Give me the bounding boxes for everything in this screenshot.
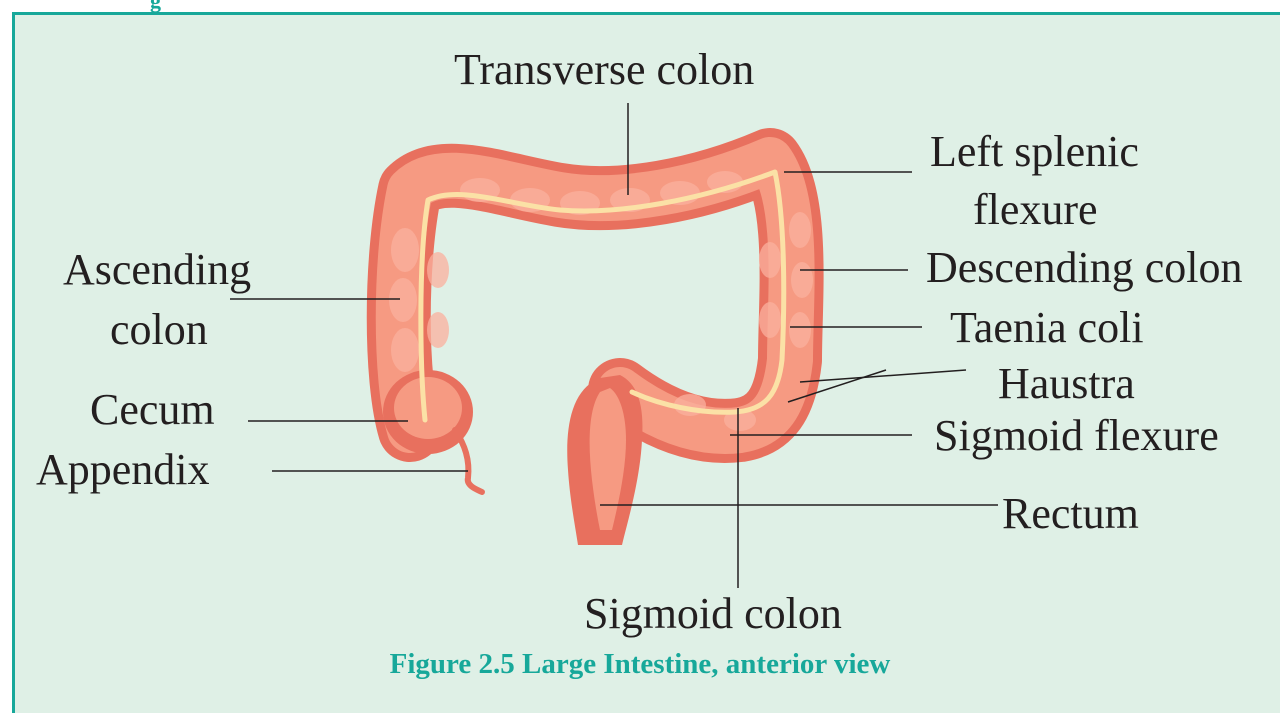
label-left-splenic-flexure-line1: Left splenic [930,130,1139,174]
appendix [455,430,482,492]
label-left-splenic-flexure-line2: flexure [973,188,1098,232]
figure-caption: Figure 2.5 Large Intestine, anterior vie… [0,648,1280,681]
label-sigmoid-flexure: Sigmoid flexure [934,414,1219,458]
label-taenia-coli: Taenia coli [950,306,1144,350]
label-rectum: Rectum [1002,492,1139,536]
label-descending-colon: Descending colon [926,246,1242,290]
label-cecum: Cecum [90,388,215,432]
colon-body [383,160,813,545]
label-appendix: Appendix [36,448,210,492]
label-haustra: Haustra [998,362,1135,406]
label-ascending-colon-line1: Ascending [63,248,251,292]
label-sigmoid-colon: Sigmoid colon [584,592,842,636]
label-transverse-colon: Transverse colon [454,48,754,92]
label-ascending-colon-line2: colon [110,308,208,352]
